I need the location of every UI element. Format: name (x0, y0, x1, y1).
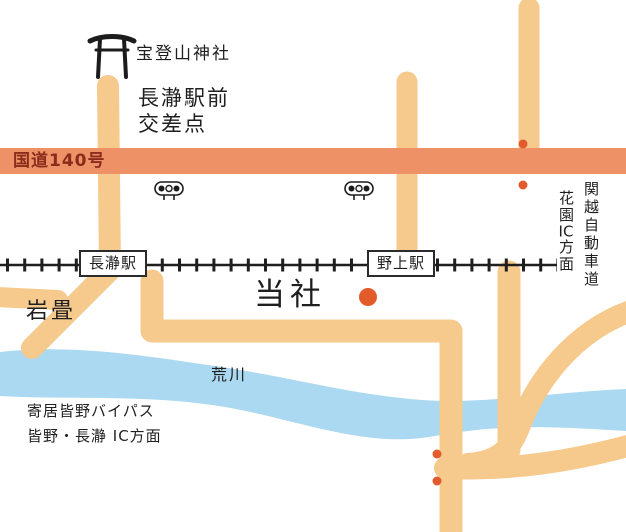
ic-direction-label: 皆野・長瀞 IC方面 (27, 427, 162, 445)
iwadatami-label: 岩畳 (26, 299, 77, 324)
junction-dot (432, 449, 442, 459)
route-140-label: 国道140号 (13, 151, 106, 171)
bypass-label: 寄居皆野バイパス (27, 402, 155, 420)
traffic-light-icon (344, 181, 374, 200)
junction-dot (432, 476, 442, 486)
station-nagatoro: 長瀞駅 (79, 250, 148, 277)
hanazono-vertical-label: 花園IC方面 (556, 190, 577, 273)
company-label: 当社 (254, 277, 326, 313)
traffic-light-icon (154, 181, 184, 200)
hanazono-label-prefix: 花園 (557, 190, 575, 224)
station-nogami: 野上駅 (367, 250, 436, 277)
route-140-road (0, 148, 626, 174)
company-location-dot (359, 288, 377, 306)
hanazono-label-ic: IC (558, 224, 574, 239)
torii-icon (87, 34, 137, 79)
intersection-label-line2: 交差点 (138, 111, 207, 136)
river-label: 荒川 (211, 365, 248, 384)
arakawa-river-shape (0, 349, 626, 440)
intersection-label-line1: 長瀞駅前 (138, 86, 230, 110)
shrine-label: 宝登山神社 (136, 44, 231, 64)
junction-dot (518, 180, 528, 190)
expressway-vertical-label: 関越自動車道 (582, 181, 600, 289)
road-bottom-band (434, 435, 626, 480)
junction-dot (518, 139, 528, 149)
road-company-loop (140, 269, 463, 532)
road-left-stub (0, 287, 68, 310)
hanazono-label-suffix: 方面 (557, 239, 575, 273)
intersection-label: 長瀞駅前 交差点 (138, 86, 230, 137)
